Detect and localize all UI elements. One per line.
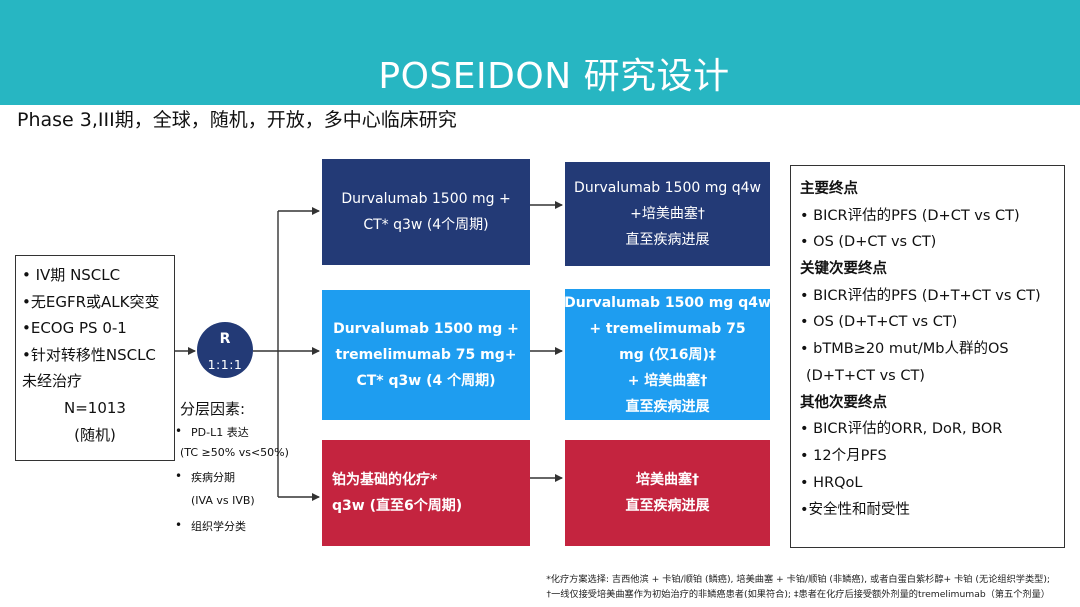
page-title: POSEIDON 研究设计 — [378, 56, 730, 97]
arm2-maintenance-line: 直至疾病进展 — [625, 398, 710, 415]
arm3-maintenance-line: 培美曲塞† — [636, 472, 699, 488]
endpoints-box: 主要终点 • BICR评估的PFS (D+CT vs CT) • OS (D+C… — [790, 165, 1065, 548]
endpoint-item: (D+T+CT vs CT) — [806, 367, 925, 384]
arm3-induction-box: 铂为基础的化疗* q3w (直至6个周期) — [322, 440, 530, 546]
endpoint-item: • HRQoL — [800, 474, 863, 491]
strat-factor-pdl1-detail: (TC ≥50% vs<50%) — [180, 446, 289, 459]
randomization-ratio: 1:1:1 — [207, 357, 243, 372]
randomized-note: (随机) — [74, 425, 116, 444]
endpoint-item: •安全性和耐受性 — [800, 501, 911, 518]
endpoint-item: • bTMB≥20 mut/Mb人群的OS — [800, 341, 1009, 358]
sample-size: N=1013 — [64, 398, 126, 417]
strat-factor-stage-detail: (IVA vs IVB) — [191, 494, 255, 507]
arm2-induction-box: Durvalumab 1500 mg + tremelimumab 75 mg+… — [322, 290, 530, 420]
criteria-line: • IV期 NSCLC — [22, 266, 121, 284]
strat-bullet: • — [175, 424, 183, 438]
arm1-induction-line: CT* q3w (4个周期) — [363, 217, 489, 233]
criteria-line: •针对转移性NSCLC — [22, 345, 156, 364]
arm1-maintenance-box: Durvalumab 1500 mg q4w +培美曲塞† 直至疾病进展 — [565, 162, 770, 266]
header-band — [0, 0, 1080, 105]
arm2-maintenance-box: Durvalumab 1500 mg q4w + tremelimumab 75… — [564, 289, 771, 420]
endpoint-item: • BICR评估的PFS (D+CT vs CT) — [800, 207, 1020, 224]
strat-factor-pdl1: PD-L1 表达 — [191, 426, 249, 439]
arm3-maintenance-line: 直至疾病进展 — [625, 498, 710, 514]
study-subtitle: Phase 3,III期，全球，随机，开放，多中心临床研究 — [17, 109, 457, 131]
footnote-line: *化疗方案选择: 吉西他滨 + 卡铂/顺铂 (鳞癌), 培美曲塞 + 卡铂/顺铂… — [546, 574, 1050, 585]
strat-factor-stage: 疾病分期 — [191, 471, 235, 484]
arm1-maintenance-line: 直至疾病进展 — [625, 232, 710, 248]
arm2-maintenance-line: + 培美曲塞† — [627, 372, 708, 389]
footnote-line: †一线仅接受培美曲塞作为初始治疗的非鳞癌患者(如果符合); ‡患者在化疗后接受额… — [546, 589, 1050, 600]
criteria-line: •无EGFR或ALK突变 — [22, 292, 160, 311]
strat-bullet: • — [175, 518, 183, 532]
strat-bullet: • — [175, 469, 183, 483]
other-secondary-endpoints-title: 其他次要终点 — [800, 394, 887, 411]
arm2-induction-line: Durvalumab 1500 mg + — [333, 321, 519, 337]
arm2-maintenance-line: mg (仅16周)‡ — [619, 346, 716, 363]
endpoint-item: • OS (D+T+CT vs CT) — [800, 314, 958, 331]
criteria-line: •ECOG PS 0-1 — [22, 319, 127, 338]
arm2-induction-line: tremelimumab 75 mg+ — [335, 347, 517, 363]
arm2-maintenance-line: Durvalumab 1500 mg q4w — [564, 294, 771, 311]
randomization-node: R 1:1:1 — [197, 322, 253, 378]
key-secondary-endpoints-title: 关键次要终点 — [800, 261, 887, 278]
footnotes: *化疗方案选择: 吉西他滨 + 卡铂/顺铂 (鳞癌), 培美曲塞 + 卡铂/顺铂… — [546, 572, 1050, 602]
stratification-title: 分层因素: — [180, 400, 246, 418]
arm2-induction-line: CT* q3w (4 个周期) — [356, 373, 496, 389]
randomization-label: R — [219, 331, 231, 347]
arm1-induction-box: Durvalumab 1500 mg + CT* q3w (4个周期) — [322, 159, 530, 265]
arm1-induction-line: Durvalumab 1500 mg + — [341, 191, 511, 207]
primary-endpoints-title: 主要终点 — [800, 181, 858, 197]
arm2-maintenance-line: + tremelimumab 75 — [589, 320, 746, 337]
strat-factor-histology: 组织学分类 — [191, 520, 246, 533]
endpoint-item: • OS (D+CT vs CT) — [800, 234, 937, 251]
endpoint-item: • 12个月PFS — [800, 448, 887, 465]
arm3-maintenance-box: 培美曲塞† 直至疾病进展 — [565, 440, 770, 546]
endpoint-item: • BICR评估的ORR, DoR, BOR — [800, 421, 1003, 438]
arm1-maintenance-line: Durvalumab 1500 mg q4w — [574, 180, 761, 196]
arm3-induction-line: q3w (直至6个周期) — [332, 498, 463, 514]
arm3-induction-line: 铂为基础的化疗* — [332, 472, 438, 488]
criteria-line: 未经治疗 — [22, 372, 83, 391]
patient-criteria-box: • IV期 NSCLC •无EGFR或ALK突变 •ECOG PS 0-1 •针… — [15, 255, 175, 461]
arm1-maintenance-line: +培美曲塞† — [630, 206, 705, 222]
endpoint-item: • BICR评估的PFS (D+T+CT vs CT) — [800, 287, 1041, 304]
